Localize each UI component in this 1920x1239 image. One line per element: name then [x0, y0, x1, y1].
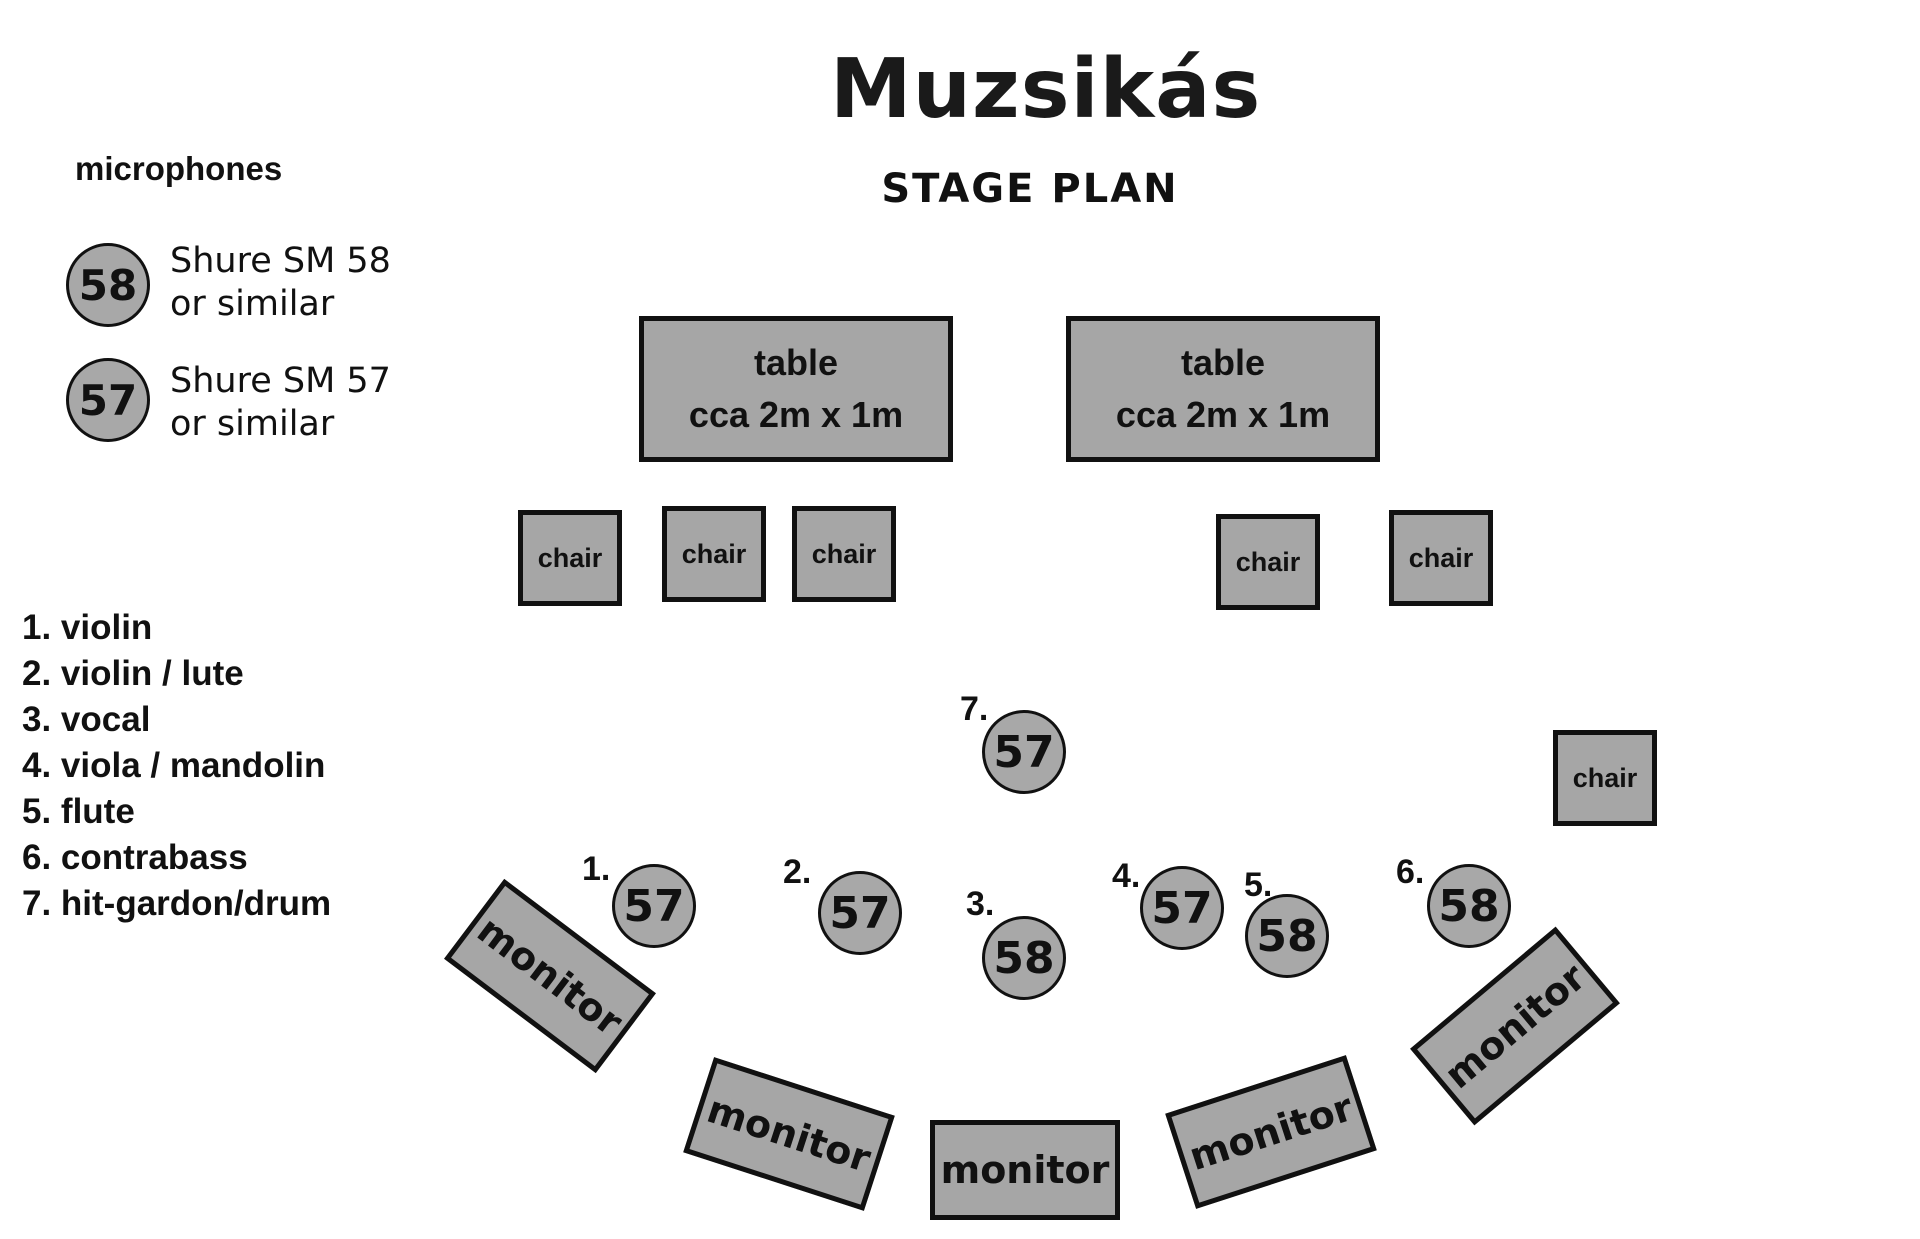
instrument-item: 4. viola / mandolin: [22, 746, 326, 785]
legend-heading: microphones: [75, 150, 283, 187]
stage-table-right: table cca 2m x 1m: [1066, 316, 1380, 462]
stage-table-left: table cca 2m x 1m: [639, 316, 953, 462]
mic-5: 58: [1245, 894, 1329, 978]
page-title: Muzsikás: [830, 42, 1262, 137]
legend-mic-badge-57: 57: [66, 358, 150, 442]
legend-mic-57-model: Shure SM 57: [170, 361, 391, 401]
instrument-list: 1. violin 2. violin / lute 3. vocal 4. v…: [22, 605, 331, 927]
mic-3: 58: [982, 916, 1066, 1000]
chair-2: chair: [662, 506, 766, 602]
legend-mic-58-note: or similar: [170, 284, 335, 324]
page-subtitle: STAGE PLAN: [881, 166, 1179, 212]
monitor-far-right: monitor: [1410, 926, 1620, 1126]
mic-6-number: 6.: [1396, 853, 1425, 891]
chair-3: chair: [792, 506, 896, 602]
mic-2-number: 2.: [783, 853, 812, 891]
table-size: cca 2m x 1m: [688, 394, 904, 435]
legend-mic-badge-58: 58: [66, 243, 150, 327]
legend-mic-58-model: Shure SM 58: [170, 241, 391, 281]
mic-1-number: 1.: [582, 850, 611, 888]
instrument-item: 2. violin / lute: [22, 654, 244, 693]
mic-4-number: 4.: [1112, 857, 1141, 895]
legend-mic-57-text: Shure SM 57 or similar: [170, 360, 391, 446]
instrument-item: 3. vocal: [22, 700, 151, 739]
chair-6: chair: [1553, 730, 1657, 826]
chair-5: chair: [1389, 510, 1493, 606]
monitor-center: monitor: [930, 1120, 1120, 1220]
mic-1: 57: [612, 864, 696, 948]
table-label: table: [1180, 342, 1266, 383]
table-size: cca 2m x 1m: [1115, 394, 1331, 435]
monitor-left: monitor: [683, 1057, 895, 1211]
chair-1: chair: [518, 510, 622, 606]
instrument-item: 5. flute: [22, 792, 135, 831]
table-label: table: [753, 342, 839, 383]
mic-3-number: 3.: [966, 885, 995, 923]
mic-7: 57: [982, 710, 1066, 794]
mic-6: 58: [1427, 864, 1511, 948]
mic-2: 57: [818, 871, 902, 955]
legend-mic-57-note: or similar: [170, 404, 335, 444]
instrument-item: 1. violin: [22, 608, 153, 647]
instrument-item: 7. hit-gardon/drum: [22, 884, 332, 923]
legend-mic-58-text: Shure SM 58 or similar: [170, 240, 391, 326]
chair-4: chair: [1216, 514, 1320, 610]
monitor-right: monitor: [1165, 1055, 1377, 1209]
mic-4: 57: [1140, 866, 1224, 950]
instrument-item: 6. contrabass: [22, 838, 248, 877]
mic-7-number: 7.: [960, 690, 989, 728]
